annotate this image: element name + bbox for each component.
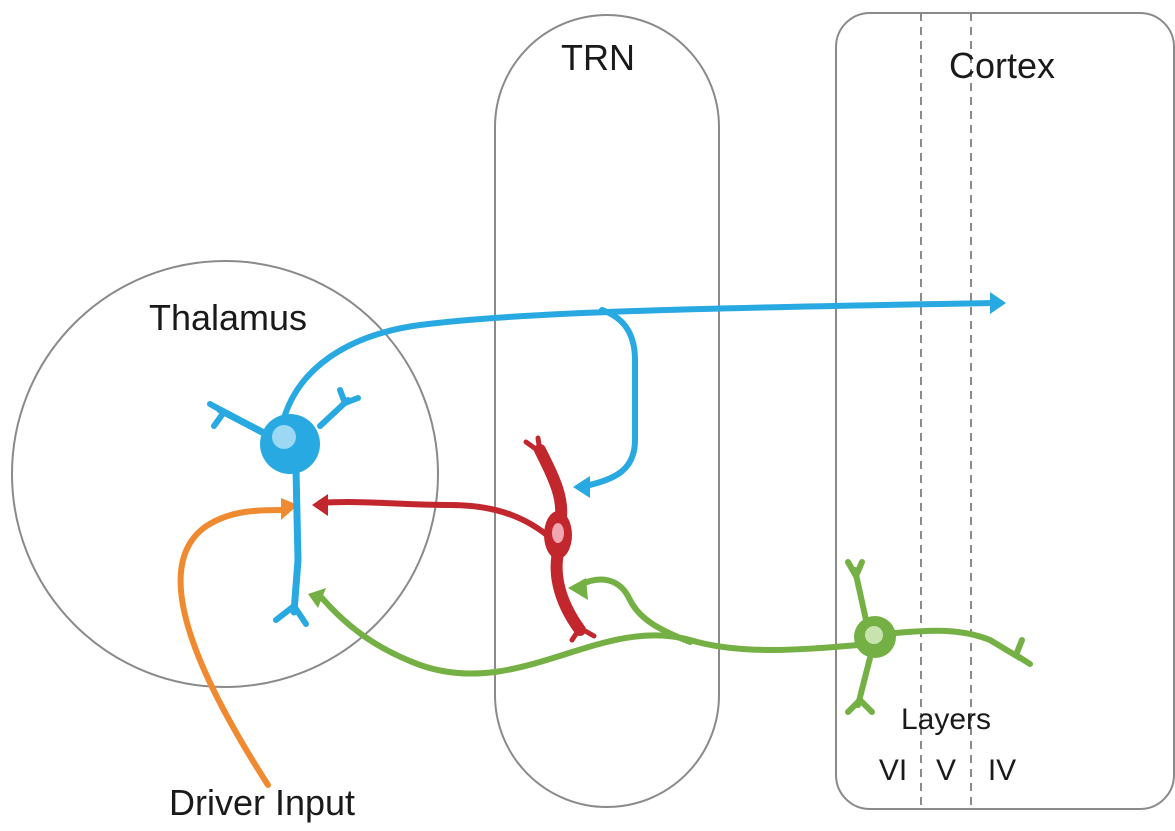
cortex-label: Cortex <box>949 45 1055 86</box>
layer-v-label: V <box>936 754 956 787</box>
trn-neuron <box>312 435 597 643</box>
cortical-nucleus <box>865 626 883 644</box>
driver-input-label: Driver Input <box>169 782 355 823</box>
trn-label: TRN <box>561 37 635 78</box>
cortical-trn-terminal <box>568 578 588 600</box>
driver-input-axon <box>177 507 285 788</box>
cortical-neuron <box>308 559 1033 715</box>
layers-label: Layers <box>901 703 991 736</box>
thalamic-neuron <box>207 292 1006 627</box>
trn-inhibitory-terminal <box>312 494 328 516</box>
thalamic-collateral-terminal <box>573 476 590 498</box>
corticothalamic-terminal <box>308 588 326 608</box>
trn-region <box>494 14 720 808</box>
layer-vi-label: VI <box>879 754 907 787</box>
thalamocortical-terminal <box>990 292 1006 314</box>
thalamus-label: Thalamus <box>149 297 307 338</box>
cortex-region <box>835 12 1175 810</box>
layer-iv-label: IV <box>988 754 1016 787</box>
thalamic-nucleus <box>272 425 296 449</box>
trn-nucleus <box>552 523 564 543</box>
thalamus-region <box>11 260 439 688</box>
